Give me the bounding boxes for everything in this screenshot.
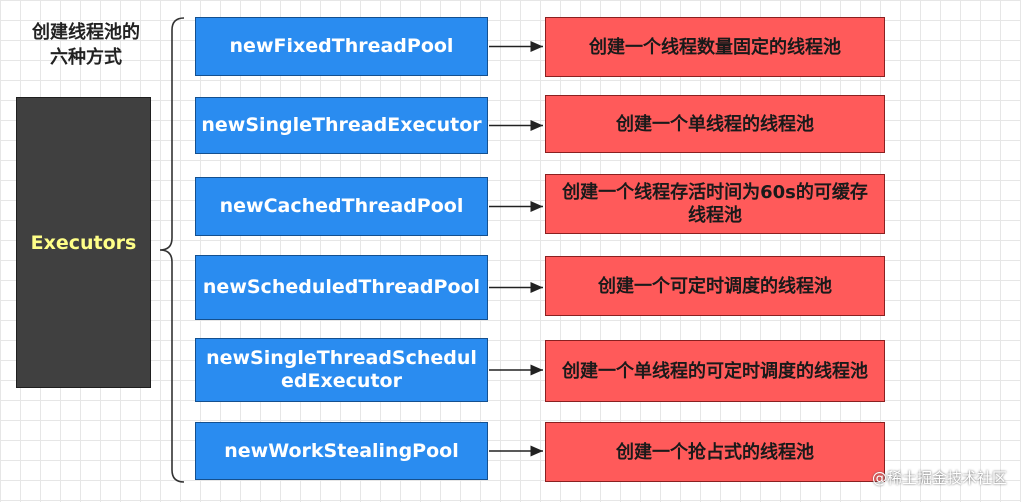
- method-label: newScheduledThreadPool: [202, 276, 481, 298]
- executors-node: Executors: [16, 97, 151, 388]
- method-label: newFixedThreadPool: [229, 35, 454, 57]
- diagram-title-line-2: 六种方式: [50, 47, 122, 68]
- description-label: 创建一个单线程的可定时调度的线程池: [562, 360, 868, 382]
- description-label: 创建一个单线程的线程池: [616, 113, 814, 135]
- description-node-1: 创建一个线程数量固定的线程池: [545, 17, 885, 77]
- watermark: @稀土掘金技术社区: [871, 469, 1007, 487]
- diagram-title-line-1: 创建线程池的: [32, 22, 140, 43]
- method-node-5: newSingleThreadScheduledExecutor: [195, 338, 488, 402]
- description-node-5: 创建一个单线程的可定时调度的线程池: [545, 340, 885, 402]
- description-node-4: 创建一个可定时调度的线程池: [545, 256, 885, 316]
- description-node-3: 创建一个线程存活时间为60s的可缓存线程池: [545, 174, 885, 234]
- description-label: 创建一个可定时调度的线程池: [598, 275, 832, 297]
- method-node-4: newScheduledThreadPool: [195, 255, 488, 320]
- method-node-3: newCachedThreadPool: [195, 177, 488, 236]
- diagram-title: 创建线程池的 六种方式: [22, 20, 150, 70]
- description-node-6: 创建一个抢占式的线程池: [545, 422, 885, 482]
- method-node-2: newSingleThreadExecutor: [195, 97, 488, 154]
- method-label: newSingleThreadExecutor: [201, 114, 482, 136]
- method-node-1: newFixedThreadPool: [195, 17, 488, 76]
- executors-label: Executors: [30, 231, 137, 254]
- description-node-2: 创建一个单线程的线程池: [545, 95, 885, 153]
- method-label: newCachedThreadPool: [219, 195, 464, 217]
- description-label: 创建一个线程数量固定的线程池: [589, 36, 841, 58]
- method-node-6: newWorkStealingPool: [195, 422, 488, 480]
- description-label: 创建一个抢占式的线程池: [616, 441, 814, 463]
- curly-brace: [159, 17, 185, 483]
- description-label: 创建一个线程存活时间为60s的可缓存线程池: [562, 182, 868, 226]
- method-label: newSingleThreadScheduledExecutor: [206, 347, 477, 392]
- method-label: newWorkStealingPool: [224, 439, 459, 462]
